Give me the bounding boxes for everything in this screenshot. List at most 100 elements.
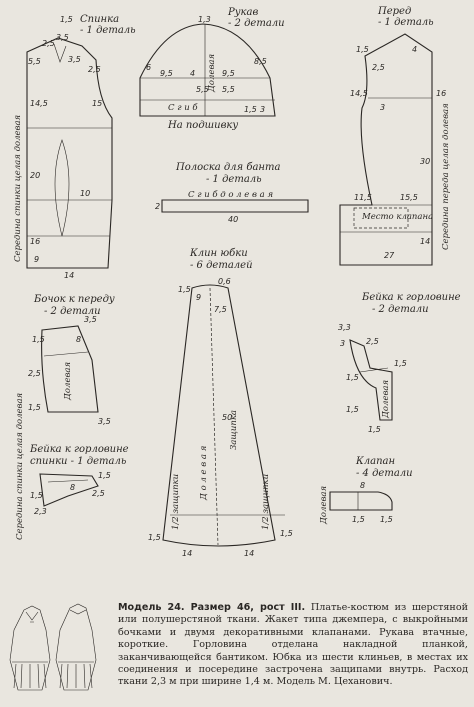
bow-strip-piece: Полоска для банта - 1 деталь С г и б д о…: [155, 162, 309, 224]
sleeve-title: Рукав: [227, 7, 258, 18]
model-description: Модель 24. Размер 46, рост III. Платье-к…: [118, 602, 468, 689]
sleeve-measure: 9,5: [160, 69, 173, 78]
skirt-measure: 9: [196, 293, 201, 302]
front-measure: 1,5: [356, 45, 369, 54]
collar-front-measure: 3: [340, 339, 345, 348]
collar-front-piece: Бейка к горловине - 2 детали Долевая 3,3…: [338, 292, 461, 434]
collar-front-count: - 2 детали: [372, 304, 429, 315]
side-front-measure: 8: [76, 335, 81, 344]
flap-measure: 1,5: [352, 515, 365, 524]
sleeve-bottom-label: На подшивку: [167, 120, 238, 131]
collar-front-grain: Долевая: [381, 380, 391, 419]
skirt-measure: 1,5: [178, 285, 191, 294]
dress-sketches: [9, 603, 97, 691]
back-measure: 9: [34, 255, 39, 264]
collar-front-measure: 1,5: [346, 373, 359, 382]
collar-front-measure: 1,5: [394, 359, 407, 368]
back-measure: 3,5: [56, 33, 69, 42]
back-measure: 2,5: [42, 39, 55, 48]
front-flap-place: Место клапана: [361, 212, 433, 222]
side-front-title: Бочок к переду: [33, 294, 115, 305]
side-front-measure: 2,5: [28, 369, 41, 378]
collar-front-title: Бейка к горловине: [361, 292, 461, 303]
front-count: - 1 деталь: [378, 17, 434, 28]
collar-back-title: Бейка к горловине: [29, 444, 129, 455]
front-measure: 14,5: [350, 89, 368, 98]
sewing-pattern-drawing: Спинка - 1 деталь Середина спинки целая …: [13, 6, 461, 558]
sleeve-measure: 9,5: [222, 69, 235, 78]
model-title: Модель 24. Размер 46, рост III.: [118, 602, 306, 613]
back-measure: 14: [64, 271, 74, 280]
sleeve-measure: 5,5: [222, 85, 235, 94]
sleeve-piece: Рукав - 2 детали На подшивку Долевая С г…: [139, 7, 285, 131]
flap-measure: 1,5: [380, 515, 393, 524]
skirt-panel-piece: Клин юбки - 6 деталей Д о л е в а я Защи…: [148, 248, 293, 558]
side-front-measure: 3,5: [98, 417, 111, 426]
skirt-measure: 14: [182, 549, 192, 558]
flap-grain: Долевая: [319, 486, 329, 525]
back-measure: 16: [30, 237, 40, 246]
sleeve-measure: 8,5: [254, 57, 267, 66]
side-front-grain: Долевая: [63, 362, 73, 401]
side-front-piece: Бочок к переду - 2 детали Долевая 3,5 8 …: [28, 294, 115, 426]
strip-count: - 1 деталь: [206, 174, 262, 185]
strip-measure: 40: [228, 215, 238, 224]
skirt-tuck-left: 1/2 защипки: [171, 474, 181, 530]
sleeve-measure: 1,3: [198, 15, 211, 24]
back-measure: 14,5: [30, 99, 48, 108]
back-measure: 20: [30, 171, 40, 180]
side-front-measure: 1,5: [28, 403, 41, 412]
dress-sketch-front: [9, 605, 51, 691]
sleeve-measure: 4: [190, 69, 195, 78]
skirt-tuck-right: 1/2 защипки: [261, 474, 271, 530]
front-measure: 30: [420, 157, 430, 166]
skirt-measure: 1,5: [148, 533, 161, 542]
collar-front-measure: 3,3: [338, 323, 351, 332]
sleeve-measure: 3: [260, 105, 265, 114]
back-measure: 2,5: [88, 65, 101, 74]
collar-back-title2: спинки - 1 деталь: [30, 456, 126, 467]
front-measure: 15,5: [400, 193, 418, 202]
back-side-label: Середина спинки целая долевая: [13, 114, 23, 262]
back-measure: 15: [92, 99, 102, 108]
sleeve-fold-letters: С г и б: [168, 102, 198, 113]
back-measure: 10: [80, 189, 90, 198]
skirt-grain: Д о л е в а я: [199, 445, 209, 501]
collar-back-measure: 2,3: [34, 507, 47, 516]
side-front-measure: 3,5: [84, 315, 97, 324]
sleeve-grain-label: Долевая: [207, 54, 217, 93]
sleeve-measure: 6: [146, 63, 151, 72]
side-front-count: - 2 детали: [44, 306, 101, 317]
skirt-tuck: Защипка: [229, 410, 239, 450]
collar-back-measure: 2,5: [92, 489, 105, 498]
back-piece: Спинка - 1 деталь Середина спинки целая …: [13, 14, 136, 280]
front-measure: 4: [412, 45, 417, 54]
skirt-measure: 14: [244, 549, 254, 558]
skirt-measure: 50: [222, 413, 232, 422]
collar-front-measure: 1,5: [346, 405, 359, 414]
front-side-label: Середина переда целая долевая: [441, 103, 451, 250]
strip-measure: 2: [155, 202, 160, 211]
front-piece: Перед - 1 деталь Середина переда целая д…: [339, 6, 451, 266]
dress-sketch-back: [55, 603, 97, 691]
flap-title: Клапан: [355, 456, 395, 467]
flap-measure: 8: [360, 481, 365, 490]
strip-title: Полоска для банта: [175, 162, 280, 173]
model-text: Платье-костюм из шерстяной или полушерст…: [118, 602, 468, 688]
back-measure: 5,5: [28, 57, 41, 66]
collar-back-measure: 8: [70, 483, 75, 492]
collar-back-measure: 1,5: [30, 491, 43, 500]
sleeve-measure: 1,5: [244, 105, 257, 114]
collar-back-piece: Бейка к горловине спинки - 1 деталь Сере…: [15, 392, 129, 540]
skirt-measure: 7,5: [214, 305, 227, 314]
back-measure: 3,5: [68, 55, 81, 64]
back-measure: 1,5: [60, 15, 73, 24]
front-measure: 16: [436, 89, 446, 98]
front-measure: 14: [420, 237, 430, 246]
flap-piece: Клапан - 4 детали Долевая 8 1,5 1,5: [319, 456, 413, 525]
collar-back-measure: 1,5: [98, 471, 111, 480]
side-front-measure: 1,5: [32, 335, 45, 344]
skirt-title: Клин юбки: [189, 248, 248, 259]
skirt-measure: 0,6: [218, 277, 231, 286]
flap-count: - 4 детали: [356, 468, 413, 479]
